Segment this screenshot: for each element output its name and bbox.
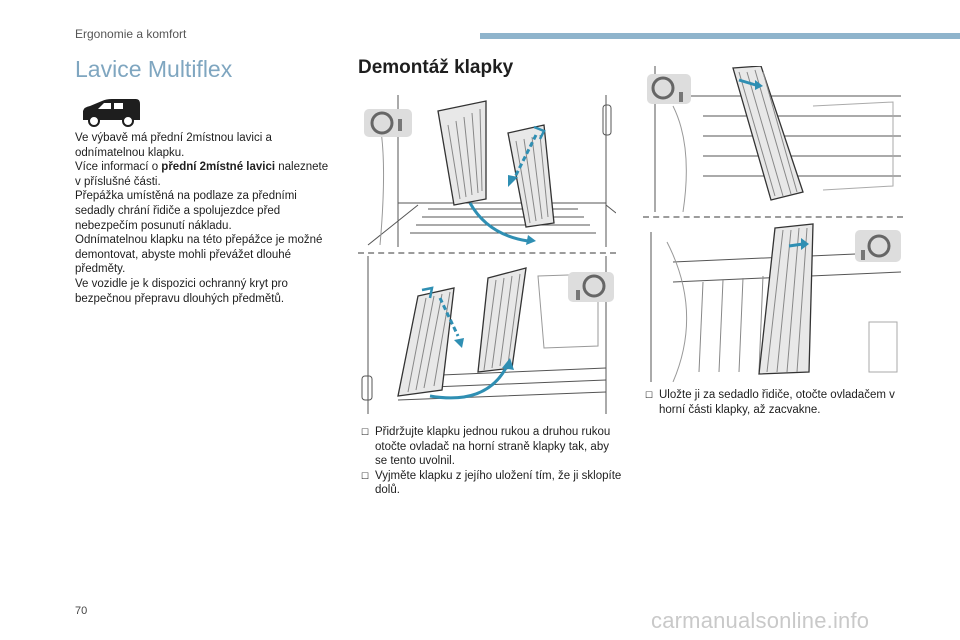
step-3-text: Uložte ji za sedadlo řidiče, otočte ovla… [659, 389, 895, 416]
illustration-step-3 [643, 66, 903, 212]
steering-wheel-icon [568, 272, 614, 302]
paragraph-3: Přepážka umístěná na podlaze za předními… [75, 190, 297, 232]
paragraph-2-bold: přední 2místné lavici [161, 161, 276, 174]
steering-wheel-icon [647, 74, 691, 104]
paragraph-4: Odnímatelnou klapku na této přepážce je … [75, 234, 323, 276]
van-icon [83, 99, 140, 127]
checkbox-bullet-icon: ☐ [361, 470, 370, 481]
divider-1 [358, 252, 616, 254]
step-2-text: Vyjměte klapku z jejího uložení tím, že … [375, 469, 622, 497]
divider-2 [643, 216, 903, 218]
paragraph-2: Více informací o přední 2místné lavici n… [75, 160, 335, 189]
paragraph-5: Ve vozidle je k dispozici ochranný kryt … [75, 277, 288, 305]
step-1: ☐ Přidržujte klapku jednou rukou a druhou… [361, 425, 623, 469]
steering-wheel-icon [364, 109, 412, 137]
step-3: ☐ Uložte ji za sedadlo řidiče, otočte ovl… [645, 388, 895, 417]
page-number: 70 [75, 605, 88, 617]
middle-steps: ☐ Přidržujte klapku jednou rukou a druhou… [361, 425, 623, 498]
checkbox-bullet-icon: ☐ [361, 427, 370, 437]
watermark: carmanualsonline.info [651, 608, 870, 633]
intro-text: Ve výbavě má přední 2místnou lavici a od… [75, 131, 335, 306]
steering-wheel-icon [855, 230, 901, 262]
right-steps: ☐ Uložte ji za sedadlo řidiče, otočte ovl… [645, 388, 895, 417]
paragraph-2-pre: Více informací o [75, 161, 162, 174]
step-2: ☐ Vyjměte klapku z jejího uložení tím, že… [361, 469, 623, 498]
illustration-step-4 [643, 222, 903, 382]
section-title: Lavice Multiflex [75, 56, 233, 82]
paragraph-1: Ve výbavě má přední 2místnou lavici a od… [75, 132, 272, 159]
illustration-step-2 [358, 256, 616, 414]
paragraph-2-post: naleznete v příslušné části. [75, 161, 329, 188]
subsection-title: Demontáž klapky [358, 57, 514, 78]
illustration-step-1 [358, 95, 616, 247]
header-section-title: Ergonomie a komfort [75, 27, 187, 41]
step-1-text: Přidržujte klapku jednou rukou a druhou … [375, 426, 611, 468]
checkbox-bullet-icon: ☐ [645, 390, 654, 400]
header-bar [480, 33, 960, 39]
